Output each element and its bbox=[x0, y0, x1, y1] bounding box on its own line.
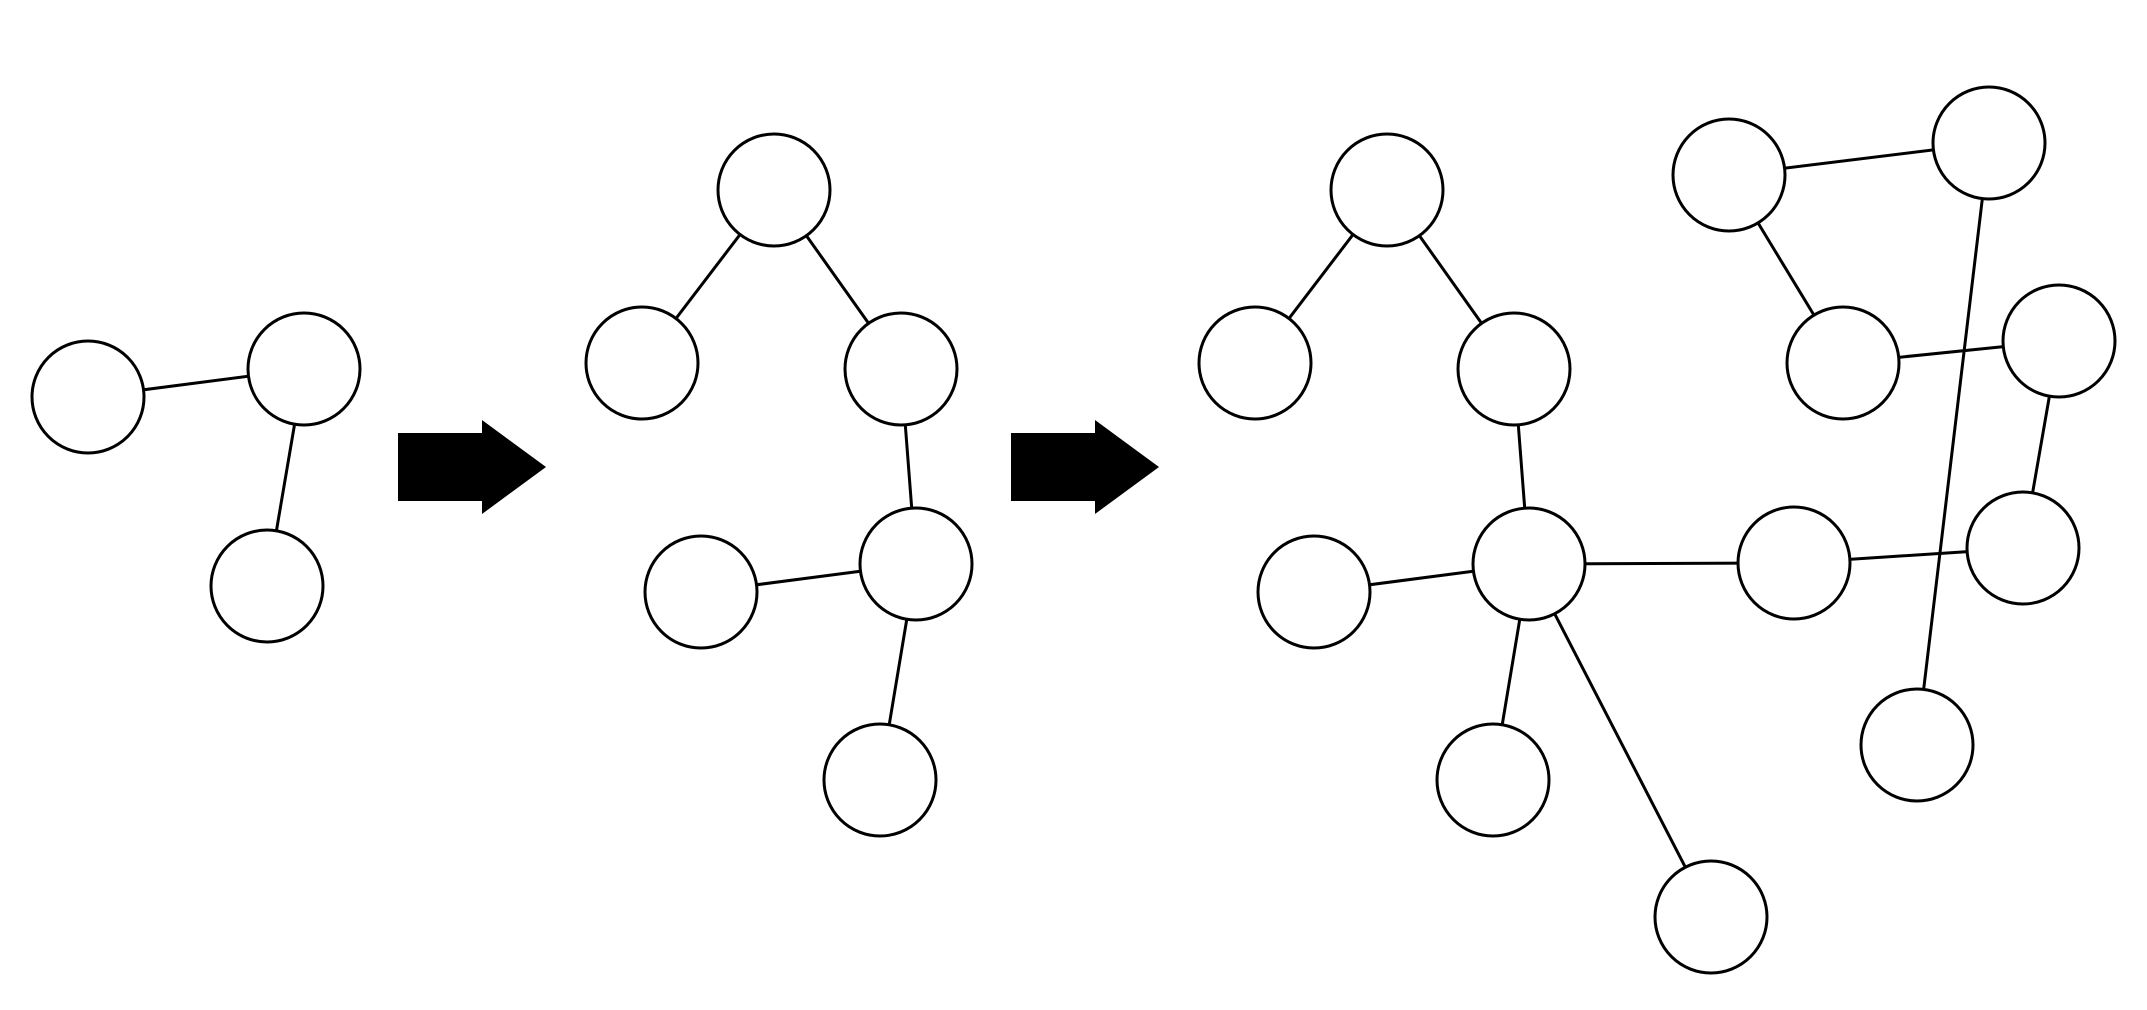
stage-3-node-5 bbox=[1435, 722, 1551, 838]
stage-3-node-6 bbox=[1653, 859, 1769, 975]
stage-2-node-1 bbox=[584, 305, 700, 421]
stage-3-node-0 bbox=[1329, 132, 1445, 248]
stage-3-node-10 bbox=[1785, 305, 1901, 421]
stage-2-node-2 bbox=[843, 311, 959, 427]
stage-2-node-4 bbox=[643, 534, 759, 650]
stage-3-node-2 bbox=[1456, 311, 1572, 427]
stage-3-node-12 bbox=[1931, 85, 2047, 201]
arrow-1-icon bbox=[398, 420, 546, 514]
nodes-layer bbox=[30, 85, 2117, 975]
stage-3-node-4 bbox=[1256, 534, 1372, 650]
stage-3-node-7 bbox=[1736, 505, 1852, 621]
stage-3-node-9 bbox=[2001, 283, 2117, 399]
stage-3-edge-12 bbox=[1915, 141, 1991, 747]
stage-1-node-1 bbox=[246, 311, 362, 427]
stage-3-node-11 bbox=[1671, 117, 1787, 233]
arrow-2-icon bbox=[1011, 420, 1159, 514]
stage-3-edge-5 bbox=[1527, 562, 1713, 919]
arrows-layer bbox=[398, 420, 1159, 514]
stage-3-node-13 bbox=[1859, 687, 1975, 803]
stage-2-node-0 bbox=[716, 132, 832, 248]
stage-3-node-8 bbox=[1965, 490, 2081, 606]
stage-3-node-3 bbox=[1471, 506, 1587, 622]
stage-3-node-1 bbox=[1197, 305, 1313, 421]
stage-2-node-5 bbox=[822, 722, 938, 838]
stage-2-node-3 bbox=[858, 506, 974, 622]
stage-1-node-2 bbox=[209, 528, 325, 644]
stage-1-node-0 bbox=[30, 339, 146, 455]
